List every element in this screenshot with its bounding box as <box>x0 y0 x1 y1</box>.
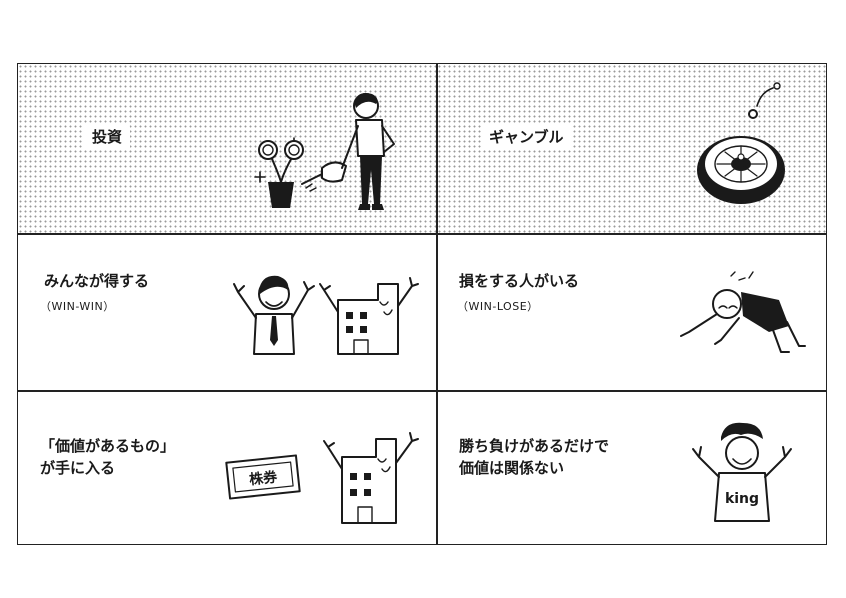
header-cell-investment: 投資 <box>18 64 436 233</box>
header-cell-gambling: ギャンブル <box>437 64 826 233</box>
cell-win-win: みんなが得する （WIN-WIN） <box>18 234 436 390</box>
stock-certificate-and-company-illustration: 株券 <box>225 432 419 524</box>
label-everyone-gains: みんなが得する <box>44 272 150 290</box>
column-divider <box>436 64 438 544</box>
comparison-table: 投資 <box>17 63 827 545</box>
sub-win-win: （WIN-WIN） <box>40 300 115 313</box>
happy-man-and-company-illustration <box>233 275 419 355</box>
cell-win-lose: 損をする人がいる （WIN-LOSE） <box>437 234 826 390</box>
watering-plant-illustration <box>254 93 395 210</box>
header-label-investment: 投資 <box>84 124 131 150</box>
header-label-gambling: ギャンブル <box>481 124 572 150</box>
label-someone-loses: 損をする人がいる <box>459 272 580 290</box>
crawling-loser-illustration <box>680 271 806 353</box>
label-only-win-or-lose: 勝ち負けがあるだけで 価値は関係ない <box>459 437 610 477</box>
sub-win-lose: （WIN-LOSE） <box>457 300 539 313</box>
stock-certificate-text: 株券 <box>248 468 279 488</box>
shirt-text: king <box>725 491 759 507</box>
row-divider-2 <box>18 390 826 392</box>
cell-valuable-thing: 「価値があるもの」 が手に入る 株券 <box>18 391 436 544</box>
cell-no-value: 勝ち負けがあるだけで 価値は関係ない king <box>437 391 826 544</box>
row-divider-1 <box>18 233 826 235</box>
king-winner-illustration: king <box>692 422 792 522</box>
roulette-wheel-illustration <box>697 82 785 204</box>
label-get-valuable-thing: 「価値があるもの」 が手に入る <box>40 437 176 477</box>
